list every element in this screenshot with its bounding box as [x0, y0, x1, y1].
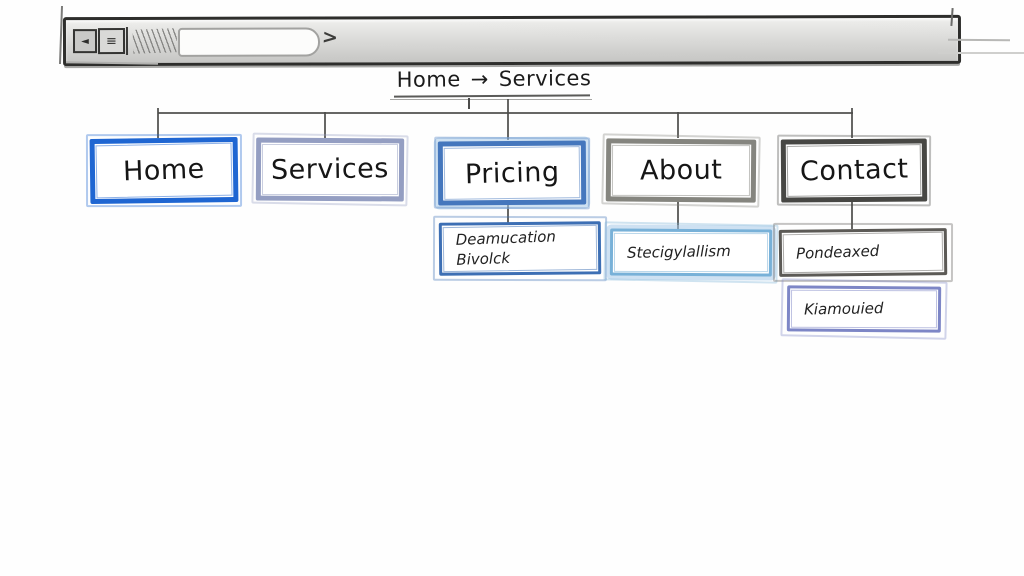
- nav-box-services[interactable]: Services: [255, 137, 405, 202]
- nav-label-home: Home: [122, 153, 206, 188]
- connector-line: [851, 108, 853, 138]
- child-label: Deamucation Bivolck: [455, 227, 557, 270]
- menu-icon: ≡: [106, 33, 117, 49]
- address-bar[interactable]: [177, 27, 321, 57]
- back-button[interactable]: ◄: [72, 29, 98, 54]
- child-label: Kiamouied: [803, 299, 884, 319]
- connector-line: [851, 193, 853, 229]
- breadcrumb-home-link[interactable]: Home: [396, 67, 461, 92]
- child-label: Pondeaxed: [795, 242, 880, 264]
- child-box-about-0[interactable]: Stecigylallism: [609, 228, 773, 277]
- child-box-contact-0[interactable]: Pondeaxed: [778, 228, 948, 277]
- browser-toolbar: ◄ ≡ >: [62, 14, 962, 67]
- url-scribble-text: [132, 28, 178, 54]
- child-label: Stecigylallism: [626, 242, 731, 263]
- breadcrumb-arrow-icon: →: [470, 67, 489, 92]
- nav-box-about[interactable]: About: [605, 138, 757, 203]
- back-icon: ◄: [81, 35, 89, 47]
- breadcrumb-underline: [390, 99, 592, 100]
- connector-line: [468, 98, 470, 109]
- nav-label-contact: Contact: [799, 153, 909, 188]
- connector-line: [158, 112, 853, 114]
- connector-line: [677, 112, 679, 138]
- sketch-stroke: [938, 52, 1024, 54]
- child-box-pricing-0[interactable]: Deamucation Bivolck: [438, 221, 602, 276]
- toolbar-divider: [125, 27, 129, 56]
- chevron-right-icon: >: [321, 25, 339, 49]
- connector-line: [507, 99, 509, 140]
- nav-label-about: About: [639, 154, 723, 187]
- nav-box-home[interactable]: Home: [89, 136, 239, 205]
- nav-box-contact[interactable]: Contact: [780, 138, 928, 203]
- child-box-contact-1[interactable]: Kiamouied: [786, 285, 942, 333]
- nav-label-services: Services: [270, 153, 390, 186]
- menu-button[interactable]: ≡: [97, 28, 126, 55]
- breadcrumb: Home → Services: [396, 63, 592, 95]
- nav-box-pricing[interactable]: Pricing: [437, 140, 587, 206]
- connector-line: [507, 197, 509, 223]
- connector-line: [677, 195, 679, 229]
- connector-line: [157, 108, 159, 138]
- breadcrumb-current-link[interactable]: Services: [498, 66, 592, 91]
- breadcrumb-underline: [393, 94, 591, 98]
- nav-label-pricing: Pricing: [464, 156, 560, 190]
- connector-line: [324, 112, 326, 138]
